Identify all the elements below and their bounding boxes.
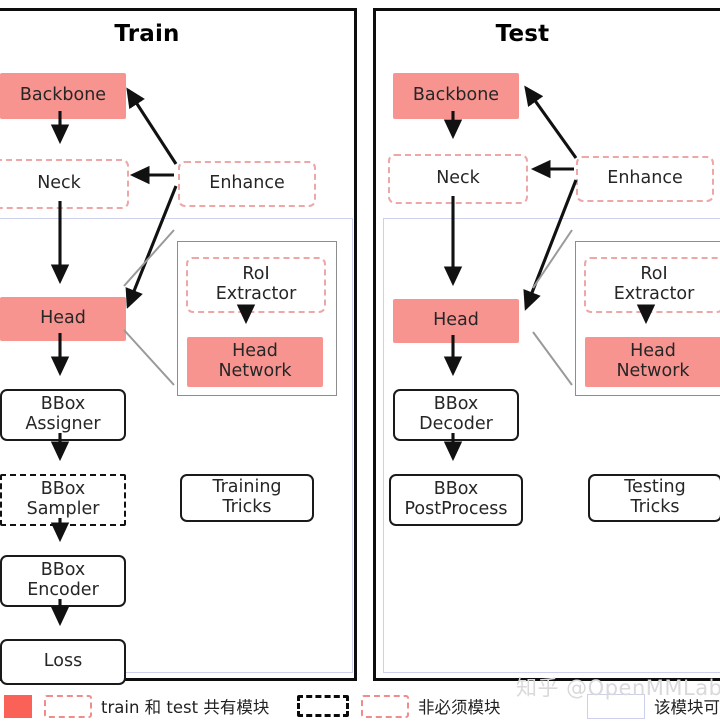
legend-label: 该模块可重复n次	[654, 698, 720, 717]
legend-label: train 和 test 共有模块	[101, 698, 270, 717]
node-testing-tricks-test[interactable]: Testing Tricks	[588, 474, 720, 522]
node-roi-extractor-train[interactable]: RoI Extractor	[186, 257, 326, 313]
panel-test: Test Backbone Neck Enhance Head RoI Extr…	[373, 8, 720, 681]
panel-title-test: Test	[495, 21, 550, 47]
node-head-train[interactable]: Head	[0, 297, 126, 341]
node-label: Backbone	[412, 85, 500, 106]
legend-item-repeatable-module: 该模块可重复n次	[587, 686, 720, 726]
node-head-test[interactable]: Head	[393, 299, 519, 343]
node-label: BBox Encoder	[27, 560, 99, 600]
node-bbox-sampler-train[interactable]: BBox Sampler	[0, 474, 126, 526]
node-roi-extractor-test[interactable]: RoI Extractor	[584, 257, 720, 313]
node-label: Head Network	[616, 341, 690, 381]
node-head-network-train[interactable]: Head Network	[187, 337, 323, 387]
legend-swatch-dashed-pink-icon	[44, 694, 92, 718]
node-label: Neck	[436, 168, 480, 189]
node-label: Head Network	[218, 341, 292, 381]
node-bbox-assigner-train[interactable]: BBox Assigner	[0, 389, 126, 441]
node-label: Loss	[43, 651, 83, 672]
node-neck-train[interactable]: Neck	[0, 159, 129, 209]
node-backbone-test[interactable]: Backbone	[393, 73, 519, 119]
node-neck-test[interactable]: Neck	[388, 154, 528, 204]
watermark: 知乎 @OpenMMLab	[516, 676, 720, 700]
legend-item-shared-modules: train 和 test 共有模块	[4, 686, 269, 726]
node-label: Enhance	[607, 168, 683, 189]
node-label: BBox Sampler	[26, 479, 100, 519]
node-label: Training Tricks	[212, 477, 282, 517]
node-enhance-train[interactable]: Enhance	[178, 161, 316, 207]
node-label: Neck	[37, 173, 81, 194]
legend-swatch-solid-pink-icon	[4, 694, 32, 718]
legend-label: 非必须模块	[418, 698, 501, 717]
node-label: RoI Extractor	[613, 264, 695, 304]
node-head-network-test[interactable]: Head Network	[585, 337, 720, 387]
legend-item-optional-modules: 非必须模块	[297, 686, 501, 726]
node-training-tricks-train[interactable]: Training Tricks	[180, 474, 314, 522]
legend-swatch-lavender-icon	[587, 693, 645, 719]
node-bbox-postprocess-test[interactable]: BBox PostProcess	[389, 474, 523, 526]
node-enhance-test[interactable]: Enhance	[576, 156, 714, 202]
panel-title-train: Train	[114, 21, 180, 47]
node-label: Enhance	[209, 173, 285, 194]
node-bbox-decoder-test[interactable]: BBox Decoder	[393, 389, 519, 441]
legend-swatch-dashed-black-icon	[297, 695, 349, 717]
node-bbox-encoder-train[interactable]: BBox Encoder	[0, 555, 126, 607]
node-backbone-train[interactable]: Backbone	[0, 73, 126, 119]
node-loss-train[interactable]: Loss	[0, 639, 126, 685]
node-label: BBox Assigner	[25, 394, 101, 434]
panel-train: Train Backbone Neck Enhance Head RoI Ext…	[0, 8, 357, 685]
legend: train 和 test 共有模块 非必须模块 该模块可重复n次	[0, 686, 720, 726]
node-label: BBox Decoder	[419, 394, 493, 434]
node-label: Testing Tricks	[624, 477, 686, 517]
node-label: Head	[40, 308, 86, 329]
node-label: Backbone	[19, 85, 107, 106]
legend-swatch-dashed-pink-icon	[361, 694, 409, 718]
node-label: Head	[433, 310, 479, 331]
node-label: BBox PostProcess	[404, 479, 508, 519]
node-label: RoI Extractor	[215, 264, 297, 304]
